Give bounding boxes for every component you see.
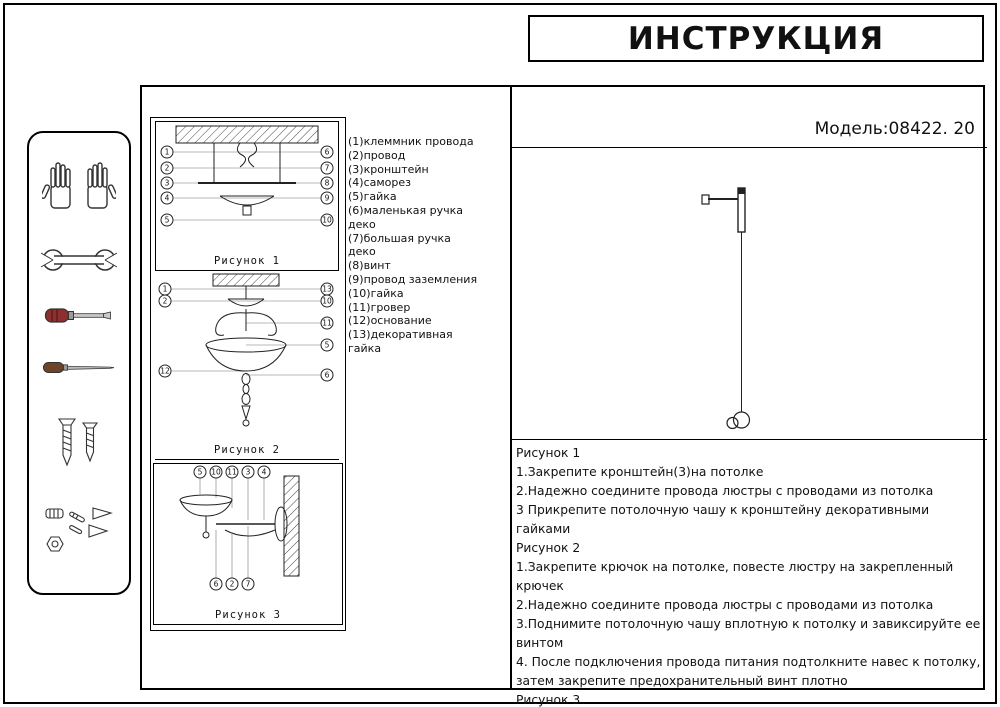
- instruction-line: 3.Поднимите потолочную чашу вплотную к п…: [516, 617, 981, 650]
- tool-screws: [29, 417, 129, 475]
- screwdriver-icon: [44, 308, 111, 323]
- anchors-icon: [45, 507, 113, 552]
- part-line: (2)провод: [348, 148, 406, 162]
- gloves-icon: [42, 162, 116, 209]
- svg-text:8: 8: [325, 179, 330, 188]
- svg-text:1: 1: [165, 148, 170, 157]
- part-line: (6)маленькая ручка деко: [348, 203, 463, 231]
- tools-panel: [27, 131, 131, 595]
- svg-text:7: 7: [246, 580, 251, 589]
- figure-2-diagram: 1 2 12 13 10 11 5 6: [158, 273, 334, 427]
- page-title: ИНСТРУКЦИЯ: [627, 20, 885, 57]
- svg-text:6: 6: [325, 371, 330, 380]
- figure-2-label: Рисунок 2: [214, 444, 280, 456]
- part-line: (7)большая ручка деко: [348, 231, 451, 259]
- awl-icon: [42, 361, 115, 374]
- svg-text:10: 10: [322, 297, 332, 306]
- model-label: Модель:08422. 20: [814, 119, 975, 139]
- tool-gloves: [29, 155, 129, 213]
- instruction-line: 4. После подключения провода питания под…: [516, 655, 981, 688]
- part-line: (8)винт: [348, 259, 391, 273]
- figure-1-diagram: 1 2 3 4 5 6 7 8 9 10: [160, 125, 334, 227]
- figure-2: 1 2 12 13 10 11 5 6 Рисунок 2: [155, 271, 339, 460]
- figure-1: 1 2 3 4 5 6 7 8 9 10 Рисунок 1: [155, 121, 339, 271]
- svg-text:7: 7: [325, 164, 330, 173]
- part-line: (3)кронштейн: [348, 162, 429, 176]
- figure-1-label: Рисунок 1: [214, 255, 280, 267]
- figure-3: 5 10 11 3 4 6 2 7 Рисунок 3: [153, 463, 343, 625]
- instruction-line: 3 Прикрепите потолочную чашу к кронштейн…: [516, 503, 930, 536]
- svg-text:9: 9: [325, 194, 330, 203]
- svg-text:3: 3: [165, 179, 170, 188]
- fixture-diagram: [701, 187, 751, 430]
- instructions-divider-line: [510, 439, 987, 440]
- svg-text:1: 1: [163, 285, 168, 294]
- figures-column: 1 2 3 4 5 6 7 8 9 10 Рисунок 1: [150, 117, 346, 631]
- part-line: (4)саморез: [348, 176, 411, 190]
- instruction-line: 1.Закрепите кронштейн(3)на потолке: [516, 465, 764, 479]
- tool-awl: [29, 359, 129, 377]
- instruction-line: Рисунок 3: [516, 693, 581, 707]
- part-line: (9)провод заземления: [348, 272, 478, 286]
- part-line: (5)гайка: [348, 190, 397, 204]
- svg-text:13: 13: [322, 285, 332, 294]
- page-frame: [3, 3, 997, 704]
- tool-wrench: [29, 245, 129, 275]
- wrench-icon: [40, 249, 118, 271]
- svg-text:2: 2: [163, 297, 168, 306]
- model-divider-line: [510, 147, 987, 148]
- svg-text:11: 11: [227, 468, 237, 477]
- svg-text:4: 4: [165, 194, 170, 203]
- svg-text:5: 5: [198, 468, 203, 477]
- part-line: (13)декоративная гайка: [348, 328, 453, 355]
- svg-text:6: 6: [214, 580, 219, 589]
- instruction-line: Рисунок 1: [516, 446, 581, 460]
- part-line: (10)гайка: [348, 286, 404, 300]
- tool-anchors: [29, 505, 129, 555]
- svg-text:5: 5: [325, 341, 330, 350]
- instruction-line: 1.Закрепите крючок на потолке, повесте л…: [516, 560, 954, 593]
- title-box: ИНСТРУКЦИЯ: [528, 15, 984, 62]
- part-line: (12)основание: [348, 314, 432, 328]
- tool-screwdriver: [29, 305, 129, 327]
- svg-text:6: 6: [325, 148, 330, 157]
- main-panel: 1 2 3 4 5 6 7 8 9 10 Рисунок 1: [140, 85, 987, 707]
- svg-text:12: 12: [160, 367, 170, 376]
- screws-icon: [57, 418, 99, 467]
- svg-text:11: 11: [322, 319, 332, 328]
- instruction-line: Рисунок 2: [516, 541, 581, 555]
- parts-list: (1)клеммник провода (2)провод (3)кронште…: [348, 135, 480, 356]
- figure-3-diagram: 5 10 11 3 4 6 2 7: [179, 465, 300, 591]
- column-divider: [510, 87, 512, 688]
- svg-text:3: 3: [246, 468, 251, 477]
- svg-text:10: 10: [322, 216, 332, 225]
- instruction-line: 2.Надежно соедините провода люстры с про…: [516, 598, 934, 612]
- svg-text:10: 10: [211, 468, 221, 477]
- instructions: Рисунок 1 1.Закрепите кронштейн(3)на пот…: [516, 444, 982, 707]
- part-line: (11)гровер: [348, 300, 411, 314]
- svg-text:2: 2: [230, 580, 235, 589]
- svg-text:2: 2: [165, 164, 170, 173]
- part-line: (1)клеммник провода: [348, 135, 474, 148]
- svg-text:5: 5: [165, 216, 170, 225]
- figure-3-label: Рисунок 3: [215, 609, 281, 621]
- svg-text:4: 4: [262, 468, 267, 477]
- instruction-line: 2.Надежно соедините провода люстры с про…: [516, 484, 934, 498]
